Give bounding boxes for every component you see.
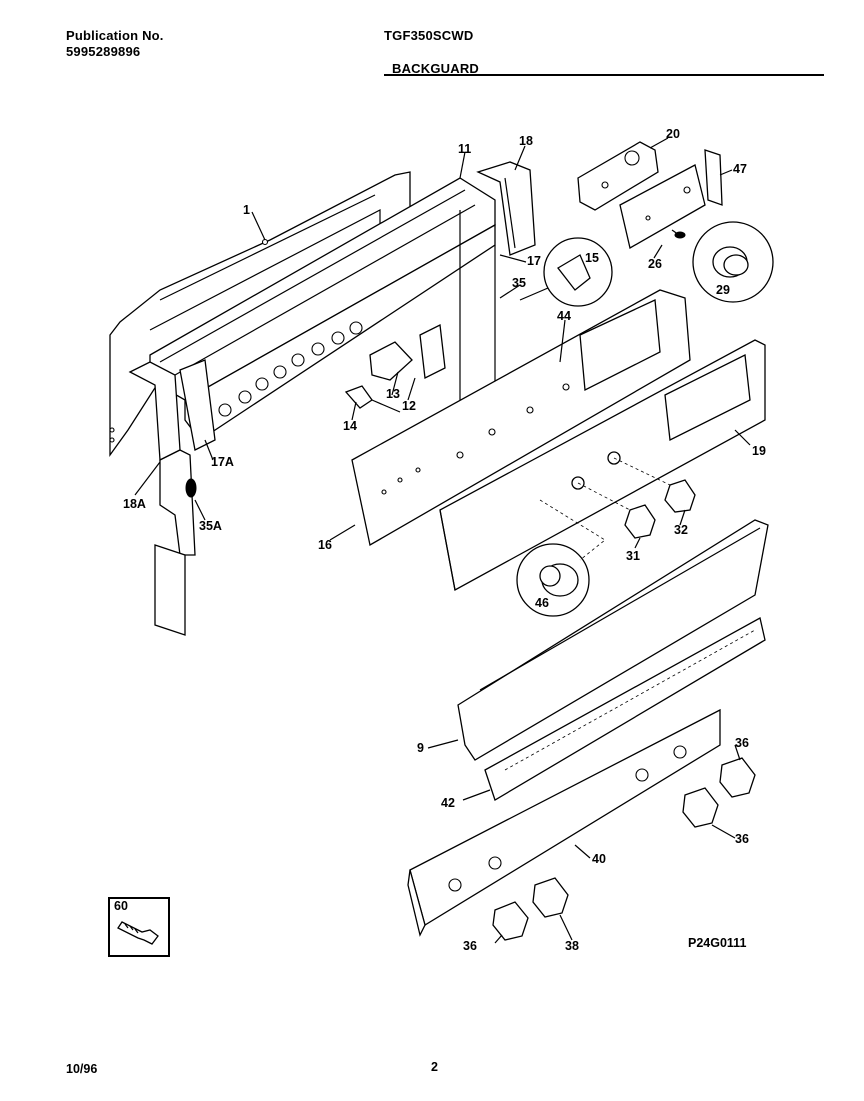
part-label-11: 11 [458, 142, 471, 156]
part-label-32: 32 [674, 523, 688, 537]
part-15-inset [519, 237, 613, 307]
part-label-36-a: 36 [735, 736, 749, 750]
publication-number: 5995289896 [66, 44, 141, 59]
part-40-front-bar [407, 708, 721, 937]
leader-lines [134, 137, 751, 944]
part-46-inset [516, 499, 606, 617]
part-label-35a: 35A [199, 519, 222, 533]
part-label-17: 17 [527, 254, 541, 268]
footer-date: 10/96 [66, 1062, 98, 1076]
part-19-glass [439, 339, 766, 592]
knobs-36-38 [492, 757, 756, 941]
part-29-knob-inset [671, 221, 774, 303]
part-9-trim [457, 519, 769, 761]
part-label-40: 40 [592, 852, 606, 866]
header-rule [384, 74, 824, 76]
drawing-code: P24G0111 [688, 936, 746, 950]
part-label-9: 9 [417, 741, 424, 755]
part-label-14: 14 [343, 419, 357, 433]
parts-12-13-14 [344, 324, 446, 413]
part-label-31: 31 [626, 549, 640, 563]
publication-label: Publication No. [66, 28, 164, 43]
part-label-36-c: 36 [463, 939, 477, 953]
part-label-26: 26 [648, 257, 662, 271]
part-60-screw [117, 921, 159, 945]
part-label-12: 12 [402, 399, 416, 413]
part-label-19: 19 [752, 444, 766, 458]
part-label-35: 35 [512, 276, 526, 290]
part-label-20: 20 [666, 127, 680, 141]
part-16-control-panel [351, 289, 691, 547]
part-label-38: 38 [565, 939, 579, 953]
part-label-16: 16 [318, 538, 332, 552]
part-label-42: 42 [441, 796, 455, 810]
part-label-29: 29 [716, 283, 730, 297]
part-label-44: 44 [557, 309, 571, 323]
part-label-60: 60 [114, 899, 128, 913]
part-label-17a: 17A [211, 455, 234, 469]
model-number: TGF350SCWD [384, 28, 474, 43]
part-18-end-cap [476, 161, 536, 256]
parts-31-32-switches [571, 451, 696, 539]
part-60-inset-box [108, 897, 170, 957]
part-label-47: 47 [733, 162, 747, 176]
part-label-36-b: 36 [735, 832, 749, 846]
part-20-clock [577, 141, 723, 249]
part-label-1: 1 [243, 203, 250, 217]
part-label-13: 13 [386, 387, 400, 401]
part-label-15: 15 [585, 251, 599, 265]
part-42-vent [484, 617, 766, 801]
part-label-46: 46 [535, 596, 549, 610]
part-18a-end-cap [128, 359, 216, 636]
footer-page: 2 [431, 1060, 438, 1074]
section-title: BACKGUARD [392, 61, 480, 76]
part-label-18: 18 [519, 134, 533, 148]
part-label-18a: 18A [123, 497, 146, 511]
